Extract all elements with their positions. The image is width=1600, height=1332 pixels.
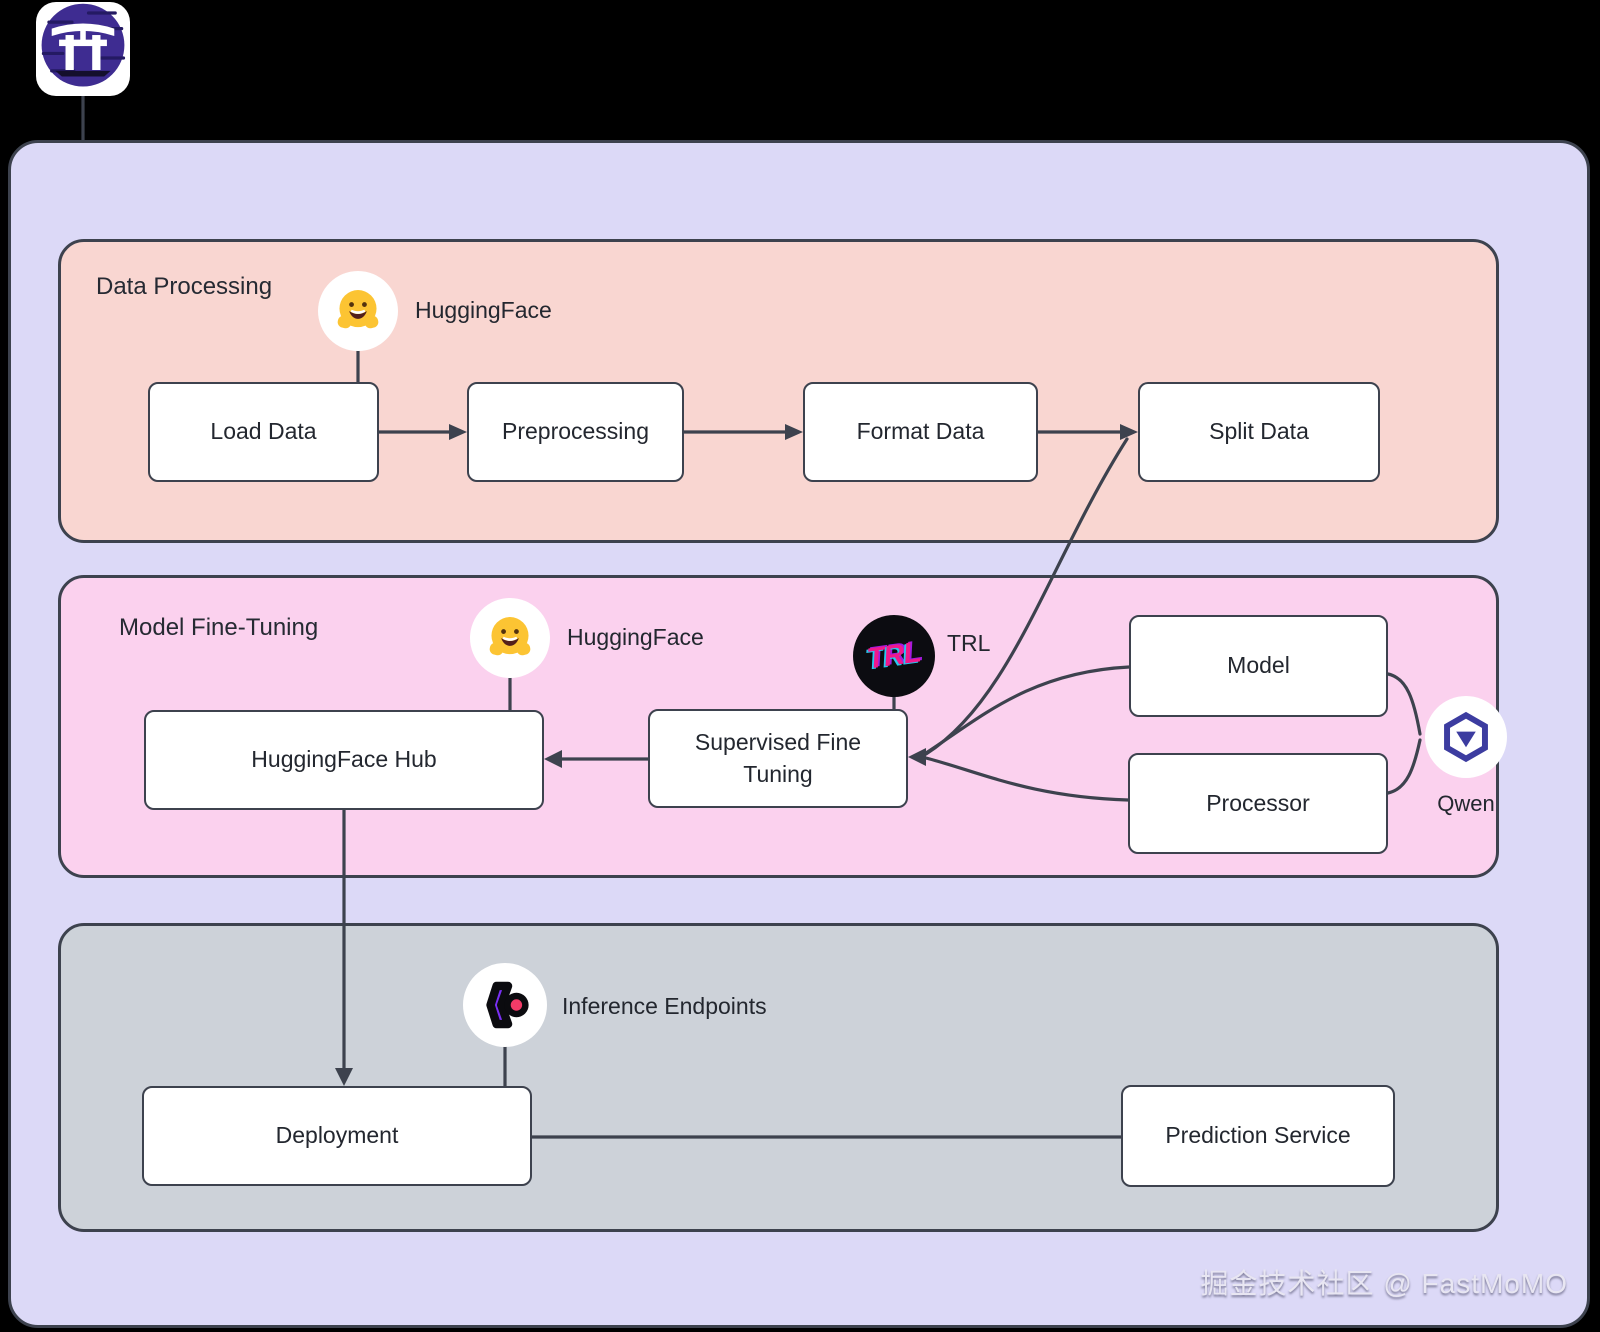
torii-gate-icon xyxy=(37,1,129,98)
node-label: HuggingFace Hub xyxy=(251,746,437,773)
huggingface-label: HuggingFace xyxy=(415,297,552,323)
node-supervised-fine-tuning: Supervised Fine Tuning xyxy=(648,709,908,808)
node-label: Supervised Fine Tuning xyxy=(694,729,862,787)
inference-endpoints-icon xyxy=(463,963,547,1047)
huggingface-icon xyxy=(318,271,398,351)
node-model: Model xyxy=(1129,615,1388,717)
huggingface-icon xyxy=(470,598,550,678)
node-label: Format Data xyxy=(856,418,985,445)
node-label: Prediction Service xyxy=(1165,1122,1351,1149)
node-label: Model xyxy=(1227,652,1290,679)
node-format-data: Format Data xyxy=(803,382,1038,482)
trl-icon-text: TRL xyxy=(865,635,923,676)
node-split-data: Split Data xyxy=(1138,382,1380,482)
qwen-icon xyxy=(1425,696,1507,778)
node-label: Deployment xyxy=(275,1122,399,1149)
node-label: Split Data xyxy=(1209,418,1309,445)
section-title-model-fine-tuning: Model Fine-Tuning xyxy=(119,614,319,641)
trl-icon: TRL xyxy=(853,615,935,697)
huggingface-label: HuggingFace xyxy=(567,624,704,650)
section-title-data-processing: Data Processing xyxy=(96,273,273,300)
node-deployment: Deployment xyxy=(142,1086,532,1186)
watermark: 掘金技术社区 @ FastMoMO xyxy=(1200,1268,1568,1299)
node-processor: Processor xyxy=(1128,753,1388,854)
node-load-data: Load Data xyxy=(148,382,379,482)
node-preprocessing: Preprocessing xyxy=(467,382,684,482)
trl-label: TRL xyxy=(947,630,991,656)
node-label: Processor xyxy=(1206,789,1310,816)
inference-endpoints-label: Inference Endpoints xyxy=(562,993,767,1019)
node-prediction-service: Prediction Service xyxy=(1121,1085,1395,1187)
torii-logo xyxy=(36,2,130,96)
qwen-label: Qwen xyxy=(1437,791,1495,816)
node-label: Load Data xyxy=(210,418,317,445)
node-huggingface-hub: HuggingFace Hub xyxy=(144,710,544,810)
node-label: Preprocessing xyxy=(501,418,650,445)
